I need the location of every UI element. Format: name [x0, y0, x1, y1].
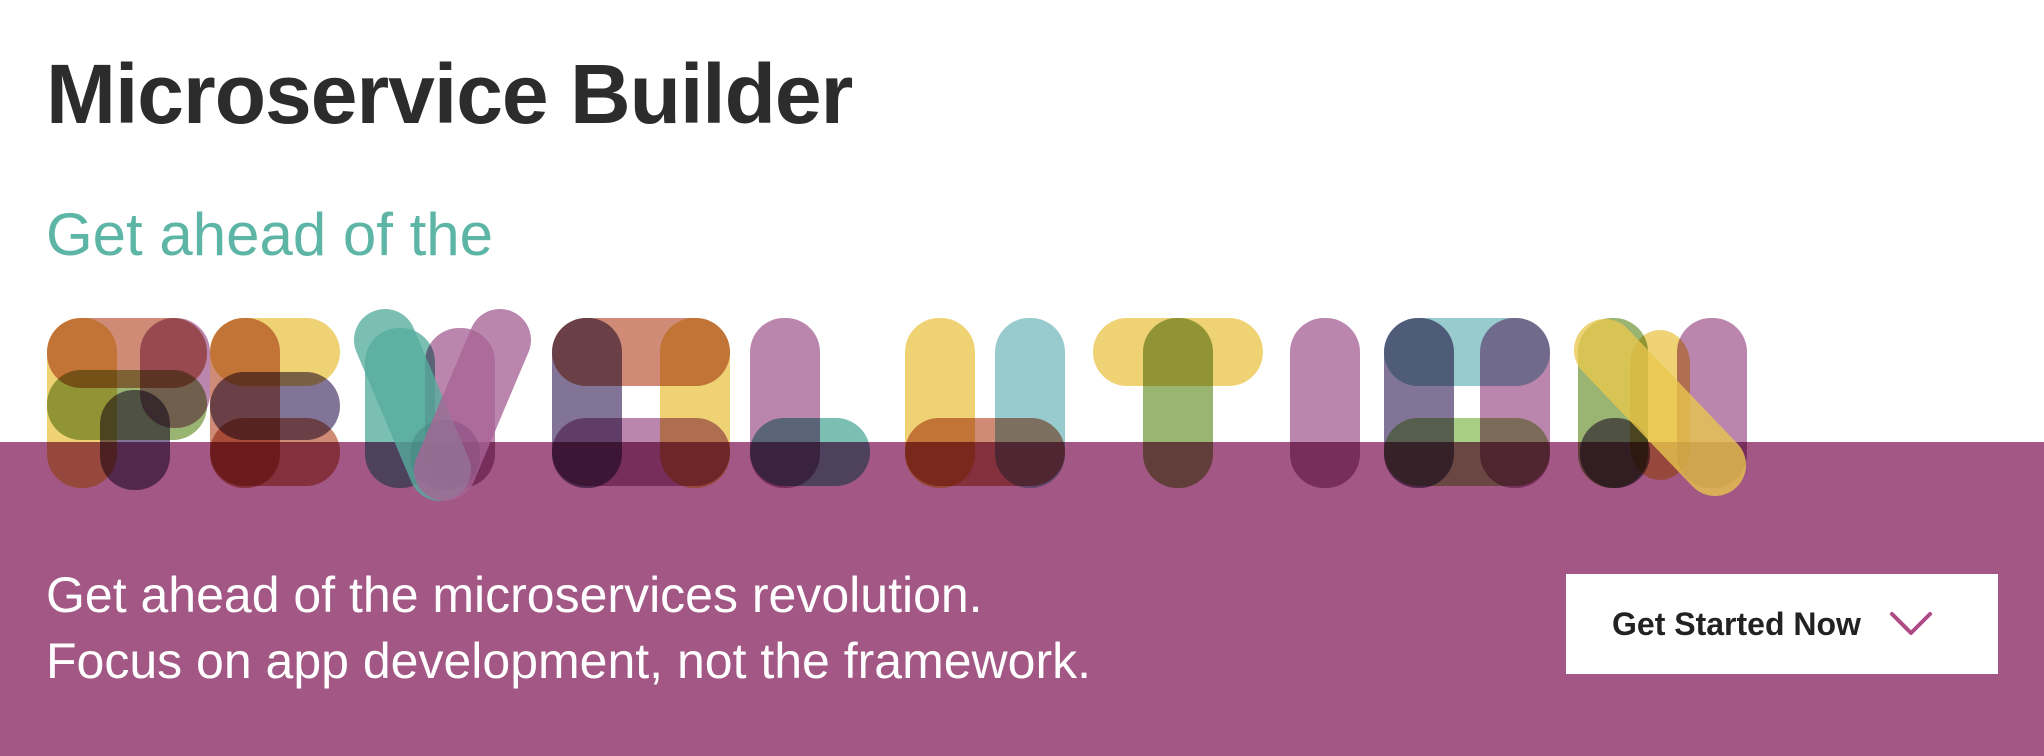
wordmark-stroke-o2-3 [1384, 418, 1550, 486]
wordmark-stroke-n-3 [1580, 418, 1650, 488]
page-title: Microservice Builder [46, 47, 853, 141]
chevron-down-icon [1889, 611, 1933, 637]
tagline-line-2: Focus on app development, not the framew… [46, 633, 1092, 689]
wordmark-stroke-u-2 [905, 418, 1065, 486]
get-started-button[interactable]: Get Started Now [1566, 574, 1998, 674]
wordmark-stroke-e-1 [210, 318, 340, 386]
wordmark-stroke-l-1 [750, 418, 870, 486]
wordmark-stroke-i-0 [1290, 318, 1360, 488]
wordmark-stroke-t-1 [1143, 318, 1213, 488]
get-started-label: Get Started Now [1612, 605, 1861, 642]
wordmark-stroke-o-2 [552, 318, 730, 386]
wordmark-stroke-n-diag [1574, 319, 1746, 496]
wordmark-stroke-o-3 [552, 418, 730, 486]
tagline-line-1: Get ahead of the microservices revolutio… [46, 567, 983, 623]
wordmark-stroke-e-3 [210, 418, 340, 486]
hero-kicker: Get ahead of the [46, 201, 494, 268]
wordmark-stroke-r-4 [100, 390, 170, 490]
wordmark-stroke-o2-2 [1384, 318, 1550, 386]
hero-tagline: Get ahead of the microservices revolutio… [46, 562, 1091, 694]
wordmark-stroke-v-right [414, 309, 531, 501]
